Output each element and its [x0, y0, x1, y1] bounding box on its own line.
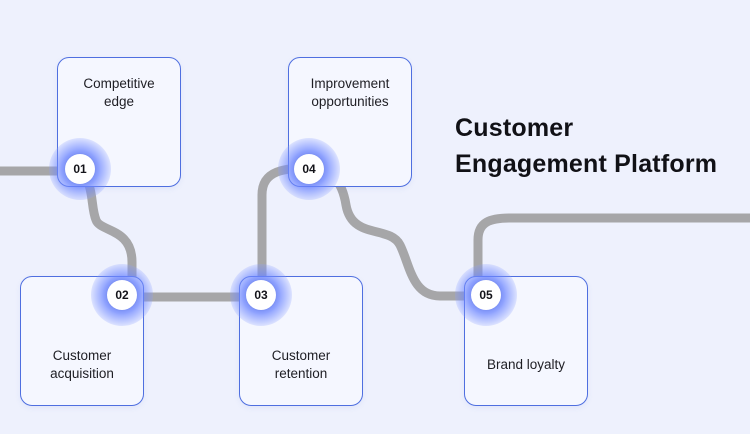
step-label: Customer retention	[271, 348, 331, 381]
title-line-1: Customer	[455, 114, 574, 142]
page-title: Customer Engagement Platform	[455, 110, 717, 182]
step-label: Customer acquisition	[50, 348, 114, 381]
step-label: Brand loyalty	[486, 357, 566, 372]
step-number-badge: 05	[471, 280, 501, 310]
title-line-2: Engagement Platform	[455, 150, 718, 178]
step-card-customer-retention: Customer retention	[239, 276, 363, 406]
step-label: Improvement opportunities	[310, 76, 390, 109]
step-number-badge: 04	[294, 154, 324, 184]
step-number-badge: 02	[107, 280, 137, 310]
step-number-badge: 03	[246, 280, 276, 310]
step-label: Competitive edge	[83, 76, 155, 109]
step-number-badge: 01	[65, 154, 95, 184]
